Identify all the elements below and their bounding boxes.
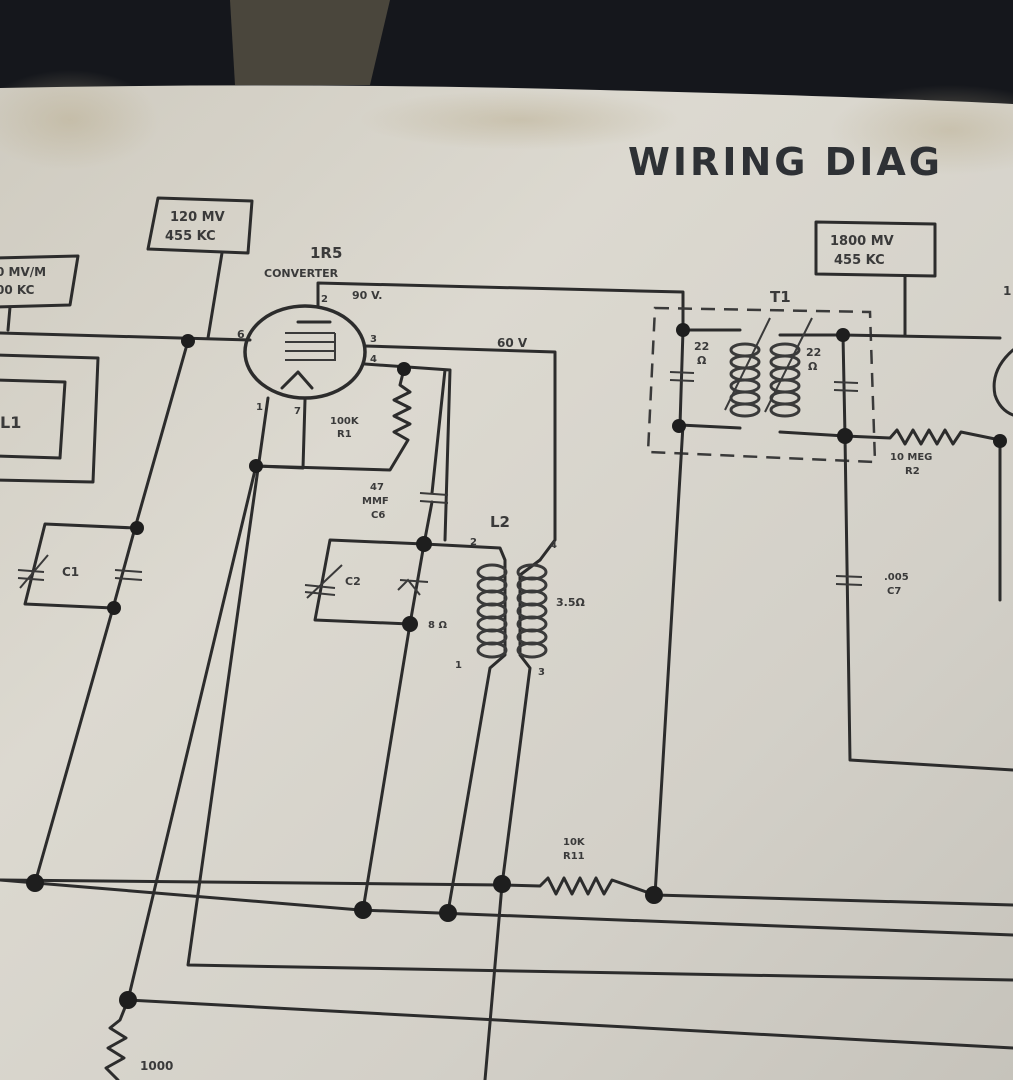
screen-wire [363,344,557,562]
tuning-wire [33,339,190,885]
c6-value2: MMF [362,496,389,507]
c7-ref: C7 [887,586,901,597]
test-point-3-line2: 455 KC [834,253,885,268]
c1-label: C1 [62,565,79,579]
test-point-1-line1: 0 MV/M [0,265,46,279]
test-point-box-1: 0 MV/M 00 KC [0,254,80,332]
l2-pin3: 3 [538,667,545,678]
filament-wire-1 [186,396,1013,982]
l2-res1: 8 Ω [428,620,447,631]
pin-4-label: 4 [370,354,377,365]
pin-1-label: 1 [256,402,263,413]
c6-ref: C6 [371,510,385,521]
t1-res-primary: 22 [694,340,709,353]
osc-grid-wire [363,362,452,542]
test-point-2-line1: 120 MV [170,210,225,225]
test-point-2-line2: 455 KC [165,229,216,244]
test-point-3-line1: 1800 MV [830,234,894,249]
oscillator-coil-l2: L2 2 4 1 3 3.5Ω [422,513,585,1080]
r11-ref: R11 [563,851,585,862]
cable-bundle [230,0,390,85]
plate-wire [316,281,685,332]
r1-value: 100K [330,416,360,427]
c6-value1: 47 [370,482,384,493]
l2-pin2: 2 [470,537,477,548]
if-transformer-t1: T1 22 Ω 22 Ω [646,288,1013,897]
capacitor-c1: C1 [17,522,143,610]
t1-ref: T1 [770,288,791,306]
resistor-r11: 10K R11 [500,837,1013,907]
test-point-box-3: 1800 MV 455 KC [814,220,937,337]
ground-bus [0,878,504,887]
l2-ref: L2 [490,513,510,531]
screen-voltage: 60 V [497,336,528,350]
pin-3-label: 3 [370,334,377,345]
resistor-r2: 10 MEG R2 [843,428,1002,602]
resistor-bottom: 1000 [104,998,173,1080]
l1-label: L1 [0,413,21,432]
pin-2-label: 2 [321,294,328,305]
ohm-symbol-1: Ω [697,354,707,367]
tube-function: CONVERTER [264,267,339,280]
junction-dots [26,323,1007,1009]
next-tube-edge [992,348,1013,417]
grid-wire [0,331,252,342]
test-point-box-2: 120 MV 455 KC [146,196,254,340]
l2-res2: 3.5Ω [556,596,585,609]
bottom-resistor-value: 1000 [140,1059,173,1073]
c2-label: C2 [345,575,361,588]
plate-voltage: 90 V. [352,289,382,302]
resistor-r1: 100K R1 [254,367,412,472]
l2-pin4: 4 [550,540,557,551]
r11-value: 10K [563,837,586,848]
antenna-coil-l1: L1 [0,353,100,484]
r1-ref: R1 [337,429,352,440]
ohm-symbol-2: Ω [808,360,818,373]
l2-pin1: 1 [455,660,462,671]
test-point-1-line2: 00 KC [0,283,35,297]
r2-ref: R2 [905,466,920,477]
capacitor-c7: .005 C7 [835,572,909,597]
c7-value: .005 [884,572,909,583]
capacitor-c2: C2 8 Ω [304,538,447,912]
t1-res-secondary: 22 [806,346,821,359]
tube-type: 1R5 [310,244,342,262]
diagram-title: WIRING DIAG [628,140,943,184]
pin-6-label: 6 [237,328,245,341]
next-tube-label: 1 [1003,284,1011,298]
pin-7-label: 7 [294,406,301,417]
tube-1r5: 1R5 CONVERTER 2 90 V. 6 3 4 1 7 60 V [237,244,528,417]
r2-value: 10 MEG [890,452,932,463]
